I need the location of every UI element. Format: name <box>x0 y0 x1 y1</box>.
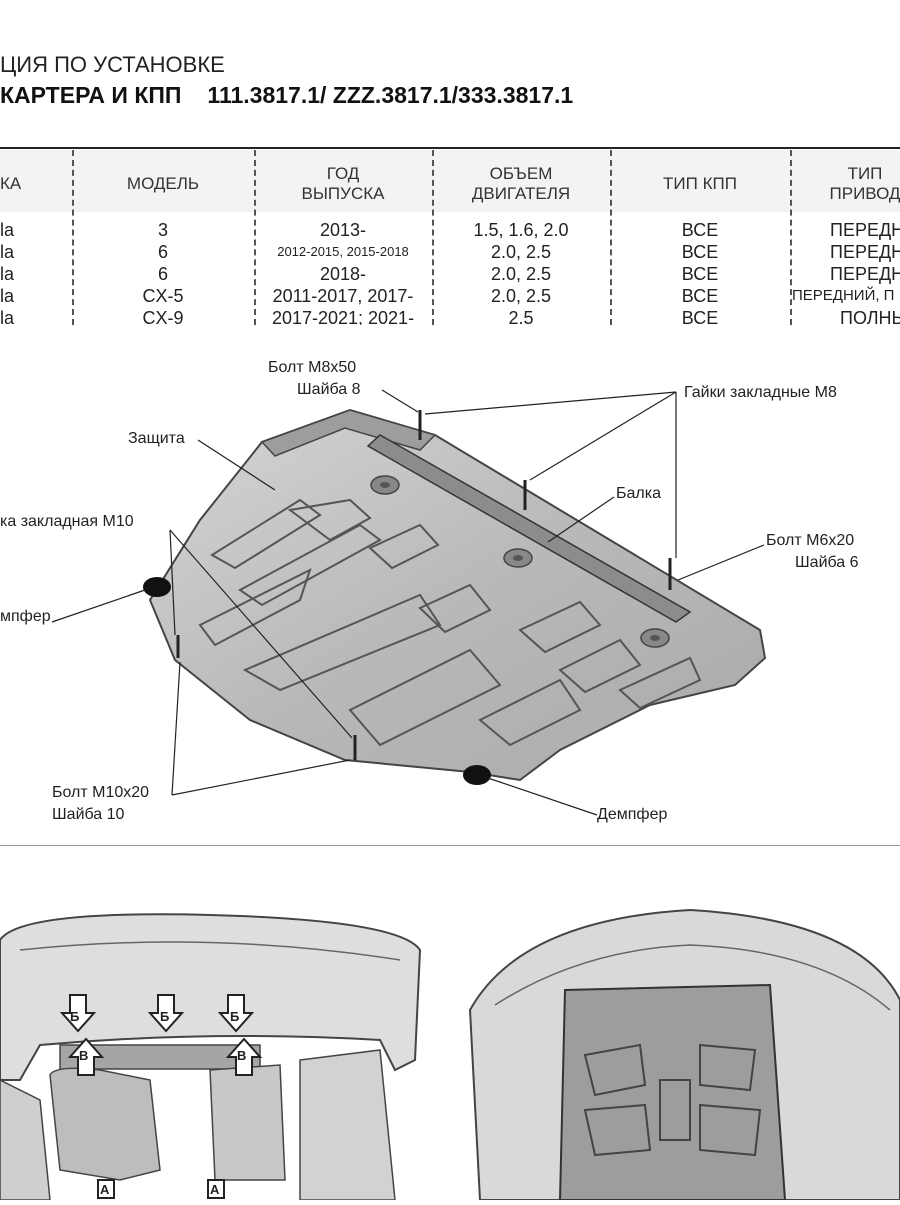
label-nuts-m8: Гайки закладные М8 <box>684 384 837 401</box>
guard-plate <box>148 408 767 782</box>
label-damper-left: мпфер <box>0 608 51 625</box>
table-cell: 2017-2021; 2021- <box>271 308 415 325</box>
table-cell: la <box>0 286 15 306</box>
table-cell: ПЕРЕДН <box>830 264 900 284</box>
section-divider <box>0 845 900 846</box>
table-cell: CX-5 <box>142 286 184 306</box>
column-header-line: ДВИГАТЕЛЯ <box>471 184 571 203</box>
label-bolt-m6: Болт М6х20 <box>766 532 855 549</box>
column-divider <box>254 150 256 325</box>
title-product: КАРТЕРА И КПП <box>0 82 182 108</box>
marker-arrows <box>59 994 263 1199</box>
table-cell: 1.5, 1.6, 2.0 <box>473 220 569 240</box>
label-damper-bottom: Демпфер <box>597 806 668 823</box>
table-cell: ПЕРЕДН <box>830 242 900 262</box>
table-cell: ПЕРЕДНИЙ, П <box>792 287 895 304</box>
table-cell: 2012-2015, 2015-2018 <box>277 244 409 259</box>
title-line-1: ЦИЯ ПО УСТАНОВКЕ <box>0 52 225 77</box>
table-cell: la <box>0 242 15 262</box>
table-cell: 6 <box>157 242 168 262</box>
column-header-line: МОДЕЛЬ <box>126 174 200 193</box>
marker-b-2: Б <box>160 1009 170 1024</box>
marker-b-1: Б <box>70 1009 80 1024</box>
column-header-line: ТИП КПП <box>663 174 737 193</box>
marker-v-1: В <box>79 1048 89 1063</box>
label-bolt-m8: Болт М8х50 <box>268 359 357 376</box>
table-cell: ПОЛНЬ <box>840 308 900 325</box>
table-cell: 2011-2017, 2017- <box>272 286 414 306</box>
column-header: КА <box>0 155 72 213</box>
column-header: МОДЕЛЬ <box>72 155 254 213</box>
view-before-install <box>0 913 422 1201</box>
table-cell: 2018- <box>319 264 367 284</box>
table-cell: 2.5 <box>508 308 534 325</box>
table-header-background <box>0 150 900 212</box>
table-cell: 6 <box>157 264 168 284</box>
damper-bottom-mark <box>463 765 491 785</box>
column-divider <box>790 150 792 325</box>
title-part-codes: 111.3817.1/ ZZZ.3817.1/333.3817.1 <box>207 82 574 108</box>
table-cell: ВСЕ <box>681 286 719 306</box>
label-beam: Балка <box>616 485 661 502</box>
column-divider <box>72 150 74 325</box>
table-cell: CX-9 <box>142 308 184 325</box>
table-cell: 2.0, 2.5 <box>490 286 552 306</box>
assembly-diagram: Болт М8х50 Шайба 8 Гайки закладные М8 За… <box>0 340 900 840</box>
table-cell: 3 <box>157 220 168 240</box>
label-washer-10: Шайба 10 <box>52 806 125 823</box>
marker-b-3: Б <box>230 1009 240 1024</box>
title-line-2: КАРТЕРА И КПП 111.3817.1/ ZZZ.3817.1/333.… <box>0 82 573 109</box>
skid-plate-drawing <box>51 389 767 816</box>
column-header-line: ВЫПУСКА <box>301 184 385 203</box>
installation-views <box>0 908 900 1201</box>
column-header-line: ОБЪЕМ <box>489 164 553 183</box>
table-cell: ВСЕ <box>681 242 719 262</box>
marker-a-2: А <box>210 1182 220 1197</box>
table-cell: 2013- <box>319 220 367 240</box>
column-divider <box>610 150 612 325</box>
damper-left-mark <box>143 577 171 597</box>
table-cell: 2.0, 2.5 <box>490 264 552 284</box>
beam-bar <box>366 434 692 623</box>
table-cell: ВСЕ <box>681 308 719 325</box>
column-header-line: ТИП <box>847 164 883 183</box>
column-header-line: ГОД <box>326 164 360 183</box>
table-cell: la <box>0 308 15 325</box>
label-bolt-m10: Болт М10х20 <box>52 784 150 801</box>
label-washer-8: Шайба 8 <box>297 381 361 398</box>
column-header: ТИП КПП <box>610 155 790 213</box>
marker-v-2: В <box>237 1048 247 1063</box>
marker-a-1: А <box>100 1182 110 1197</box>
vehicle-photos: Б Б Б В В А А <box>0 880 900 1201</box>
label-nut-m10: ка закладная М10 <box>0 513 134 530</box>
table-cell: 2.0, 2.5 <box>490 242 552 262</box>
view-after-install <box>468 908 900 1201</box>
label-guard: Защита <box>128 430 185 447</box>
column-header-line: КА <box>0 174 22 193</box>
table-cell: la <box>0 220 15 240</box>
label-washer-6: Шайба 6 <box>795 554 859 571</box>
table-cell: la <box>0 264 15 284</box>
table-cell: ВСЕ <box>681 264 719 284</box>
table-top-rule <box>0 147 900 149</box>
table-cell: ПЕРЕДН <box>830 220 900 240</box>
column-header-line: ПРИВОД <box>829 184 900 203</box>
column-divider <box>432 150 434 325</box>
table-cell: ВСЕ <box>681 220 719 240</box>
